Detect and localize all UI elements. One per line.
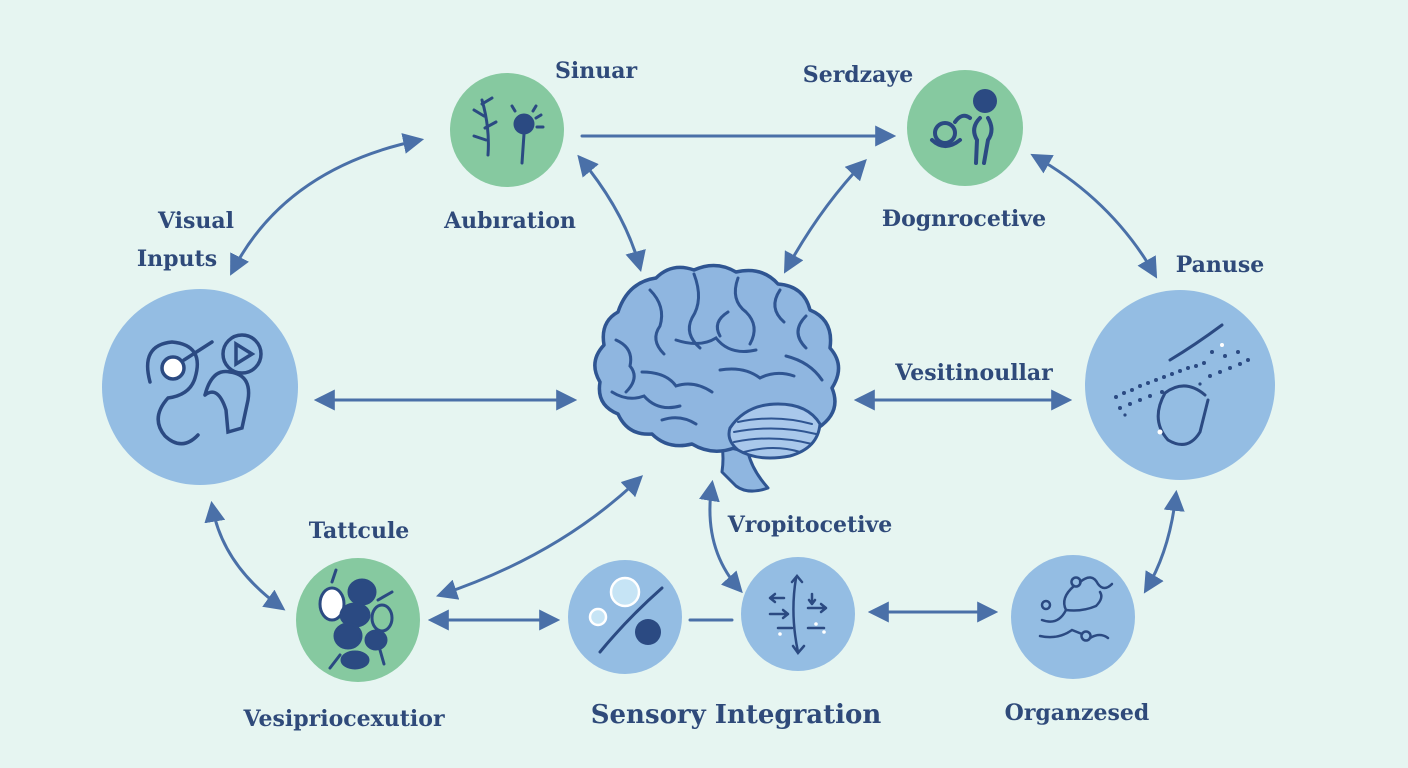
node-tattcule[interactable] — [296, 558, 420, 682]
plant-bulb-icon — [472, 96, 545, 165]
label-vropitocetive: Vropitocetive — [727, 512, 893, 538]
sublabel-vesipriocexutior: Vesipriocexutior — [243, 706, 445, 732]
node-vropitocetive[interactable] — [741, 557, 855, 671]
wave-particles-icon — [1114, 323, 1250, 446]
label-inputs: Inputs — [136, 246, 218, 272]
network-squiggle-icon — [1038, 576, 1114, 642]
cells-cluster-icon — [318, 568, 394, 670]
node-sensory-integration[interactable] — [568, 560, 682, 674]
label-tattcule: Tattcule — [308, 518, 410, 544]
node-organzesed[interactable] — [1011, 555, 1135, 679]
label-visual: Visual — [157, 208, 235, 234]
label-panuse: Panuse — [1175, 252, 1265, 278]
brain-icon[interactable] — [593, 263, 841, 493]
label-organzesed: Organzesed — [1004, 700, 1150, 726]
sublabel-dognrocetive: Ðognrocetive — [881, 206, 1047, 232]
arrow-serdzaye-panuse — [1030, 153, 1158, 279]
arrows-cross-icon — [768, 574, 828, 656]
eye-shapes-icon — [145, 333, 263, 446]
arrow-panuse-organzesed — [1143, 489, 1185, 594]
node-visual-inputs[interactable] — [102, 289, 298, 485]
label-sensory-integration: Sensory Integration — [590, 700, 882, 730]
label-sinuar: Sinuar — [554, 58, 638, 84]
arrow-visual-tattcule — [204, 500, 286, 611]
arrow-sinuar-brain — [577, 154, 646, 273]
arrow-brain-tattcule — [436, 475, 644, 600]
node-sinuar[interactable] — [450, 73, 564, 187]
joint-icon — [930, 89, 997, 165]
arrow-brain-vropitocetive — [699, 479, 743, 594]
label-vesitinoullar: Vesitinoullar — [895, 360, 1053, 386]
arrow-visual-sinuar — [230, 133, 425, 276]
label-serdzaye: Serdzaye — [802, 62, 914, 88]
node-serdzaye[interactable] — [907, 70, 1023, 186]
arrow-serdzaye-brain — [783, 158, 867, 274]
node-panuse[interactable] — [1085, 290, 1275, 480]
bubbles-icon — [588, 576, 664, 654]
sublabel-aubiration: Aubıration — [444, 208, 576, 234]
